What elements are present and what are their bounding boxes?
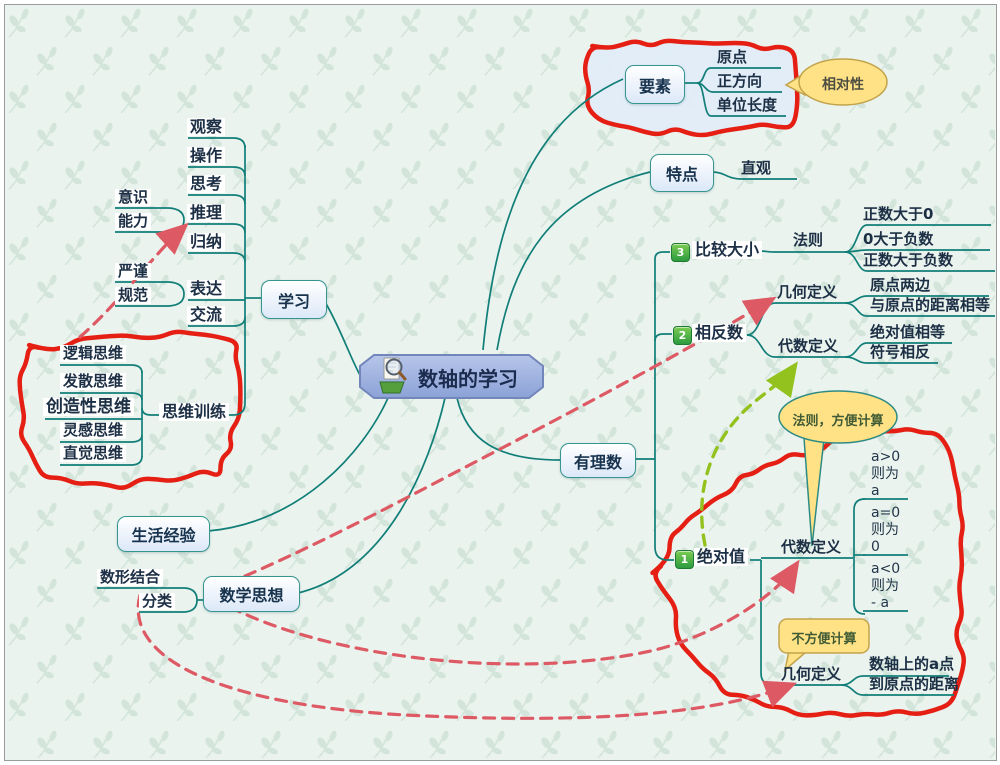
arrow-absolute-to-algebraic-def-opposite	[700, 361, 798, 547]
topic-math-thought[interactable]: 数学思想	[203, 576, 300, 612]
leaf-zero-gt-negative[interactable]: 0大于负数	[863, 230, 934, 248]
document-magnifier-icon	[379, 357, 407, 394]
callout-relativity[interactable]: 相对性	[822, 77, 864, 93]
center-topic-label[interactable]: 数轴的学习	[418, 367, 518, 391]
arrow-to-algebraic-def-absolute	[228, 559, 800, 666]
leaf-think[interactable]: 思考	[187, 175, 226, 193]
leaf-positive-direction[interactable]: 正方向	[717, 72, 763, 90]
callout-rule-bubble	[778, 390, 898, 444]
leaf-reason[interactable]: 推理	[187, 204, 226, 222]
leaf-origin[interactable]: 原点	[717, 48, 748, 66]
connector-layer	[5, 5, 995, 758]
leaf-distance-to-origin[interactable]: 到原点的距离	[869, 675, 960, 693]
topic-absolute-value[interactable]: 绝对值	[694, 548, 749, 566]
leaf-equal-distance-origin[interactable]: 与原点的距离相等	[870, 296, 991, 314]
priority-2-icon[interactable]: 2	[673, 326, 692, 345]
leaf-a-gt-0-result[interactable]: a	[871, 483, 880, 499]
callout-relativity-bubble	[798, 58, 888, 106]
leaf-a-gt-0[interactable]: a>0	[871, 449, 901, 465]
leaf-positive-gt-zero[interactable]: 正数大于0	[863, 205, 934, 223]
topic-thinking-training[interactable]: 思维训练	[159, 403, 230, 421]
leaf-express[interactable]: 表达	[187, 280, 226, 298]
leaf-communicate[interactable]: 交流	[187, 306, 226, 324]
leaf-intuitive[interactable]: 直观	[741, 159, 772, 177]
priority-1-icon[interactable]: 1	[675, 550, 694, 569]
leaf-creative-thinking[interactable]: 创造性思维	[43, 398, 134, 416]
center-topic-shape[interactable]	[359, 354, 544, 399]
branch-lines	[45, 67, 995, 696]
mindmap-canvas: 数轴的学习 学习 要素 特点 有理数 生活经验 数学思想 观察 操作 思考 推理…	[4, 4, 997, 761]
callout-shapes	[778, 58, 898, 673]
callout-not-convenient[interactable]: 不方便计算	[791, 632, 857, 647]
leaf-a-lt-0-result[interactable]: - a	[871, 595, 890, 611]
leaf-geometric-definition-opposite[interactable]: 几何定义	[777, 283, 838, 301]
leaf-a-lt-0-then[interactable]: 则为	[871, 578, 899, 594]
leaf-point-a-on-axis[interactable]: 数轴上的a点	[869, 655, 955, 673]
leaf-ability[interactable]: 能力	[115, 213, 152, 230]
leaf-unit-length[interactable]: 单位长度	[717, 96, 778, 114]
leaf-divergent-thinking[interactable]: 发散思维	[60, 373, 127, 390]
topic-elements[interactable]: 要素	[625, 65, 685, 104]
topic-life-experience[interactable]: 生活经验	[117, 516, 210, 552]
priority-3-icon[interactable]: 3	[671, 243, 690, 262]
leaf-a-lt-0[interactable]: a<0	[871, 561, 901, 577]
leaf-opposite-sign[interactable]: 符号相反	[870, 343, 931, 361]
leaf-awareness[interactable]: 意识	[115, 189, 152, 206]
leaf-classification[interactable]: 分类	[139, 593, 176, 610]
leaf-induce[interactable]: 归纳	[187, 233, 226, 251]
leaf-inspiration-thinking[interactable]: 灵感思维	[60, 422, 127, 439]
topic-learning[interactable]: 学习	[261, 280, 327, 319]
leaf-rigorous[interactable]: 严谨	[115, 263, 152, 280]
topic-opposite-number[interactable]: 相反数	[692, 324, 747, 342]
boundary-cloud-elements	[582, 38, 800, 138]
leaf-algebraic-definition-opposite[interactable]: 代数定义	[778, 337, 839, 355]
leaf-operate[interactable]: 操作	[187, 147, 226, 165]
topic-features[interactable]: 特点	[650, 154, 714, 192]
leaf-a-gt-0-then[interactable]: 则为	[871, 466, 899, 482]
leaf-equal-absolute-value[interactable]: 绝对值相等	[870, 323, 946, 341]
leaf-a-eq-0[interactable]: a=0	[871, 505, 901, 521]
leaf-both-sides-origin[interactable]: 原点两边	[870, 276, 931, 294]
leaf-standard[interactable]: 规范	[115, 287, 152, 304]
leaf-geometric-definition-absolute[interactable]: 几何定义	[781, 665, 842, 683]
leaf-logical-thinking[interactable]: 逻辑思维	[60, 345, 127, 362]
arrow-to-geometric-def-absolute	[136, 593, 797, 720]
topic-rational-numbers[interactable]: 有理数	[560, 443, 636, 478]
callout-rule-convenient[interactable]: 法则，方便计算	[792, 414, 884, 429]
leaf-intuitive-thinking[interactable]: 直觉思维	[60, 445, 127, 462]
arrow-to-geometric-def-opposite	[208, 296, 777, 593]
leaf-a-eq-0-then[interactable]: 则为	[871, 522, 899, 538]
topic-compare-size[interactable]: 比较大小	[692, 241, 763, 259]
mindmap-stage: 数轴的学习 学习 要素 特点 有理数 生活经验 数学思想 观察 操作 思考 推理…	[5, 5, 995, 758]
leaf-rule[interactable]: 法则	[793, 231, 824, 249]
boundary-cloud-thinking	[17, 329, 243, 491]
leaf-positive-gt-negative[interactable]: 正数大于负数	[863, 251, 954, 269]
leaf-a-eq-0-result[interactable]: 0	[871, 539, 880, 555]
leaf-number-shape-combination[interactable]: 数形结合	[97, 569, 164, 586]
callout-inconvenient-bubble	[778, 618, 870, 654]
leaf-observe[interactable]: 观察	[187, 118, 226, 136]
leaf-algebraic-definition-absolute[interactable]: 代数定义	[781, 538, 842, 556]
